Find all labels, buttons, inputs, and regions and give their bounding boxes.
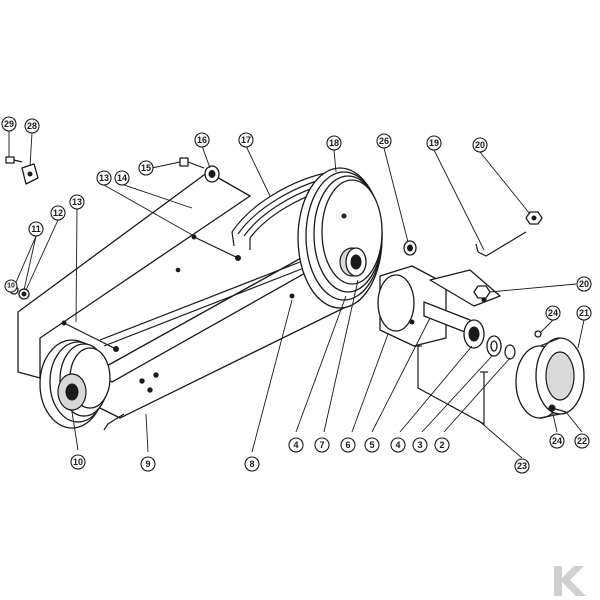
callout-4-left: 4 [288, 437, 304, 453]
callout-11-label: 11 [31, 224, 41, 234]
callout-19: 19 [426, 135, 442, 151]
callout-20-right-label: 20 [579, 279, 589, 289]
cover-cup-21 [515, 337, 585, 419]
callout-23-label: 23 [517, 461, 527, 471]
callout-15-label: 15 [141, 163, 151, 173]
bushing-26 [403, 240, 417, 256]
callout-7-label: 7 [319, 440, 324, 450]
callout-13-upper-label: 13 [99, 173, 109, 183]
callout-10-label: 10 [73, 457, 83, 467]
nut-20-right [473, 285, 491, 299]
callout-4-left-label: 4 [293, 440, 298, 450]
callout-5-label: 5 [369, 440, 374, 450]
circlip-2 [504, 344, 516, 360]
callout-22-label: 22 [577, 436, 587, 446]
callout-14-label: 14 [117, 173, 127, 183]
callout-3-label: 3 [417, 440, 422, 450]
callout-9-label: 9 [145, 459, 150, 469]
washer-16 [204, 165, 220, 183]
callout-2: 2 [434, 437, 450, 453]
callout-7: 7 [314, 437, 330, 453]
callout-18-label: 18 [329, 138, 339, 148]
callout-26: 26 [376, 133, 392, 149]
callout-26-label: 26 [379, 136, 389, 146]
drive-pulley [39, 339, 111, 429]
callout-17-label: 17 [241, 135, 251, 145]
callout-6-label: 6 [345, 440, 350, 450]
callout-21: 21 [576, 305, 592, 321]
leader-lines [8, 130, 585, 459]
bearing-7 [345, 247, 367, 277]
callout-12: 12 [50, 205, 66, 221]
callout-28: 28 [24, 118, 40, 134]
callout-16-label: 16 [197, 135, 207, 145]
callout-3: 3 [412, 437, 428, 453]
nut-20-top [525, 211, 543, 225]
callout-4-right: 4 [390, 437, 406, 453]
callout-21-label: 21 [579, 308, 589, 318]
callout-19-label: 19 [429, 138, 439, 148]
callout-20-top-label: 20 [475, 140, 485, 150]
callout-6: 6 [340, 437, 356, 453]
callout-12-label: 12 [53, 208, 63, 218]
callout-23: 23 [514, 458, 530, 474]
callout-29: 29 [1, 116, 17, 132]
callout-20-right: 20 [576, 276, 592, 292]
callout-18: 18 [326, 135, 342, 151]
callout-28-label: 28 [27, 121, 37, 131]
callout-10-washer: 10 [4, 279, 18, 293]
callout-13-lower: 13 [69, 194, 85, 210]
shaft-upper [191, 234, 241, 261]
callout-20-top: 20 [472, 137, 488, 153]
bolt-29 [5, 156, 23, 164]
callout-13-upper: 13 [96, 170, 112, 186]
callout-15: 15 [138, 160, 154, 176]
screw-24-top [534, 330, 542, 338]
callout-13-lower-label: 13 [72, 197, 82, 207]
callout-10-washer-label: 10 [7, 283, 15, 290]
callout-2-label: 2 [439, 440, 444, 450]
callout-24-upper: 24 [545, 305, 561, 321]
adjusting-rod-19 [475, 231, 527, 257]
callout-11: 11 [28, 221, 44, 237]
callout-8-label: 8 [249, 459, 254, 469]
callout-9: 9 [140, 456, 156, 472]
u-bolt-23 [414, 345, 488, 426]
bolt-15 [179, 157, 205, 169]
callout-24-lower: 24 [549, 433, 565, 449]
seal-3 [486, 335, 502, 357]
callout-17: 17 [238, 132, 254, 148]
shaft-lower [61, 320, 119, 352]
callout-16: 16 [194, 132, 210, 148]
callout-22: 22 [574, 433, 590, 449]
callout-8: 8 [244, 456, 260, 472]
large-pulley [297, 167, 383, 309]
callout-24-lower-label: 24 [552, 436, 562, 446]
callout-24-upper-label: 24 [548, 308, 558, 318]
bearing-4 [463, 319, 485, 349]
callout-14: 14 [114, 170, 130, 186]
nut-plate-28 [21, 163, 39, 185]
callout-10: 10 [70, 454, 86, 470]
brand-logo-watermark: K [554, 566, 586, 596]
callout-5: 5 [364, 437, 380, 453]
callout-4-right-label: 4 [395, 440, 400, 450]
callout-29-label: 29 [4, 119, 14, 129]
